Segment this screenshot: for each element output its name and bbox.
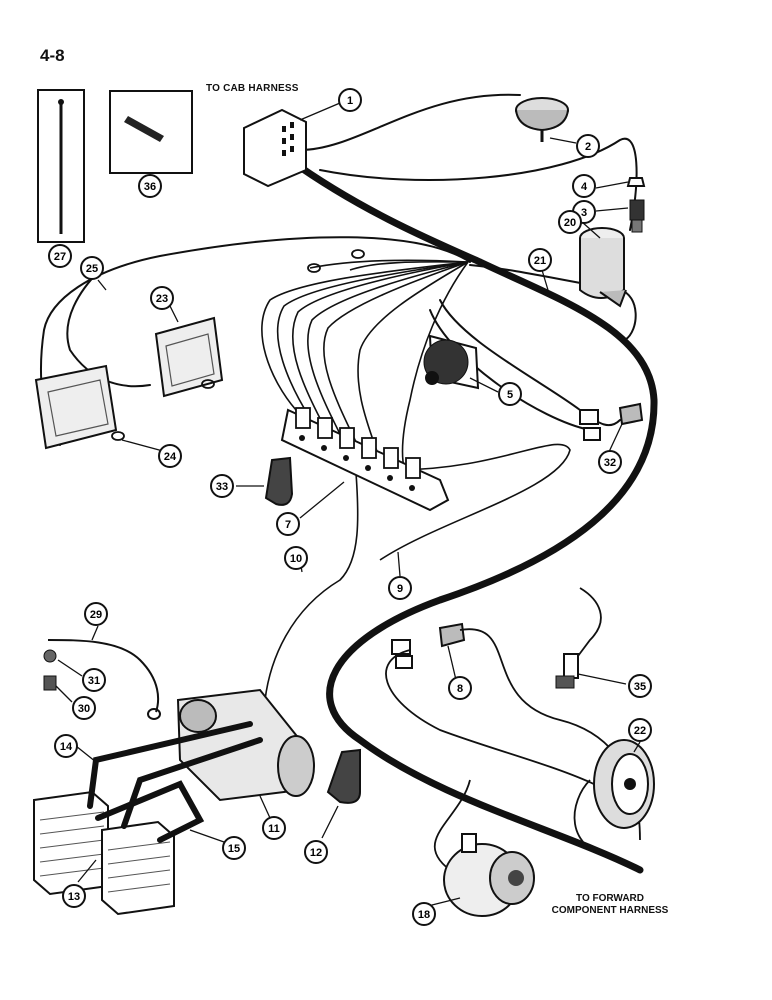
ground-strap-29 xyxy=(43,639,161,720)
terminal-boot-33 xyxy=(264,456,294,506)
svg-text:1: 1 xyxy=(347,95,353,107)
inset-cable-tie-27 xyxy=(37,89,85,243)
callout-1: 1 xyxy=(338,88,362,112)
callout-25: 25 xyxy=(80,256,104,280)
work-lamp-left xyxy=(34,364,118,450)
svg-text:30: 30 xyxy=(78,703,90,715)
battery-13a xyxy=(33,790,109,896)
callout-29: 29 xyxy=(84,602,108,626)
leader-lines xyxy=(55,102,641,907)
svg-text:21: 21 xyxy=(534,255,546,267)
svg-text:29: 29 xyxy=(90,609,102,621)
svg-text:14: 14 xyxy=(60,741,73,753)
svg-text:33: 33 xyxy=(216,481,228,493)
svg-text:32: 32 xyxy=(604,457,616,469)
branch-wires-lower xyxy=(385,628,641,871)
svg-text:15: 15 xyxy=(228,843,240,855)
callout-27: 27 xyxy=(48,244,72,268)
svg-text:23: 23 xyxy=(156,293,168,305)
svg-text:12: 12 xyxy=(310,847,322,859)
svg-text:25: 25 xyxy=(86,263,98,275)
svg-text:27: 27 xyxy=(54,251,66,263)
callout-12: 12 xyxy=(304,840,328,864)
solenoid-20 xyxy=(579,227,627,308)
callout-22: 22 xyxy=(628,718,652,742)
cab-connector xyxy=(243,108,307,188)
ground-terminals xyxy=(111,249,365,441)
to-forward-harness-label: TO FORWARD COMPONENT HARNESS xyxy=(540,893,680,917)
callout-30: 30 xyxy=(72,696,96,720)
work-lamp-23 xyxy=(154,316,224,398)
to-forward-line-2: COMPONENT HARNESS xyxy=(551,905,669,916)
callout-11: 11 xyxy=(262,816,286,840)
svg-text:10: 10 xyxy=(290,553,302,565)
svg-text:31: 31 xyxy=(88,675,100,687)
temp-sender-35 xyxy=(555,587,602,689)
battery-cables xyxy=(87,721,263,843)
callout-5: 5 xyxy=(498,382,522,406)
svg-text:18: 18 xyxy=(418,909,430,921)
callout-9: 9 xyxy=(388,576,412,600)
callout-15: 15 xyxy=(222,836,246,860)
callout-24: 24 xyxy=(158,444,182,468)
component-2-dome xyxy=(515,97,569,142)
callout-35: 35 xyxy=(628,674,652,698)
svg-text:3: 3 xyxy=(581,207,587,219)
sensor-32 xyxy=(579,402,644,441)
callout-32: 32 xyxy=(598,450,622,474)
callout-20: 20 xyxy=(558,210,582,234)
terminal-boot-12 xyxy=(326,748,361,804)
callout-33: 33 xyxy=(210,474,234,498)
relay-5 xyxy=(423,334,480,390)
sender-3-4 xyxy=(626,177,646,233)
svg-text:36: 36 xyxy=(144,181,156,193)
svg-text:22: 22 xyxy=(634,725,646,737)
svg-text:4: 4 xyxy=(581,181,588,193)
relay-wire-fan xyxy=(261,259,571,701)
svg-text:7: 7 xyxy=(285,519,291,531)
alternator-18 xyxy=(443,833,535,917)
callout-2: 2 xyxy=(576,134,600,158)
battery-13b xyxy=(101,820,175,916)
svg-text:24: 24 xyxy=(164,451,177,463)
callout-7: 7 xyxy=(276,512,300,536)
callout-36: 36 xyxy=(138,174,162,198)
callout-23: 23 xyxy=(150,286,174,310)
callout-21: 21 xyxy=(528,248,552,272)
callout-bubbles: 1 2 3 4 5 7 8 9 10 11 12 13 14 15 18 20 … xyxy=(48,88,652,926)
callout-18: 18 xyxy=(412,902,436,926)
callout-31: 31 xyxy=(82,668,106,692)
callout-10: 10 xyxy=(284,546,308,570)
to-forward-line-1: TO FORWARD xyxy=(576,893,644,904)
pressure-switch-8 xyxy=(391,622,466,669)
svg-text:8: 8 xyxy=(457,683,463,695)
callout-14: 14 xyxy=(54,734,78,758)
svg-text:13: 13 xyxy=(68,891,80,903)
callout-13: 13 xyxy=(62,884,86,908)
relay-strip xyxy=(280,407,450,512)
callout-4: 4 xyxy=(572,174,596,198)
svg-text:2: 2 xyxy=(585,141,591,153)
pulley-22 xyxy=(593,739,655,829)
inset-clip-36 xyxy=(109,90,193,174)
callout-8: 8 xyxy=(448,676,472,700)
svg-text:11: 11 xyxy=(268,823,280,835)
to-cab-harness-label: TO CAB HARNESS xyxy=(206,83,299,94)
svg-text:35: 35 xyxy=(634,681,646,693)
page-number: 4-8 xyxy=(40,46,65,65)
svg-text:5: 5 xyxy=(507,389,513,401)
svg-text:9: 9 xyxy=(397,583,403,595)
svg-text:20: 20 xyxy=(564,217,576,229)
